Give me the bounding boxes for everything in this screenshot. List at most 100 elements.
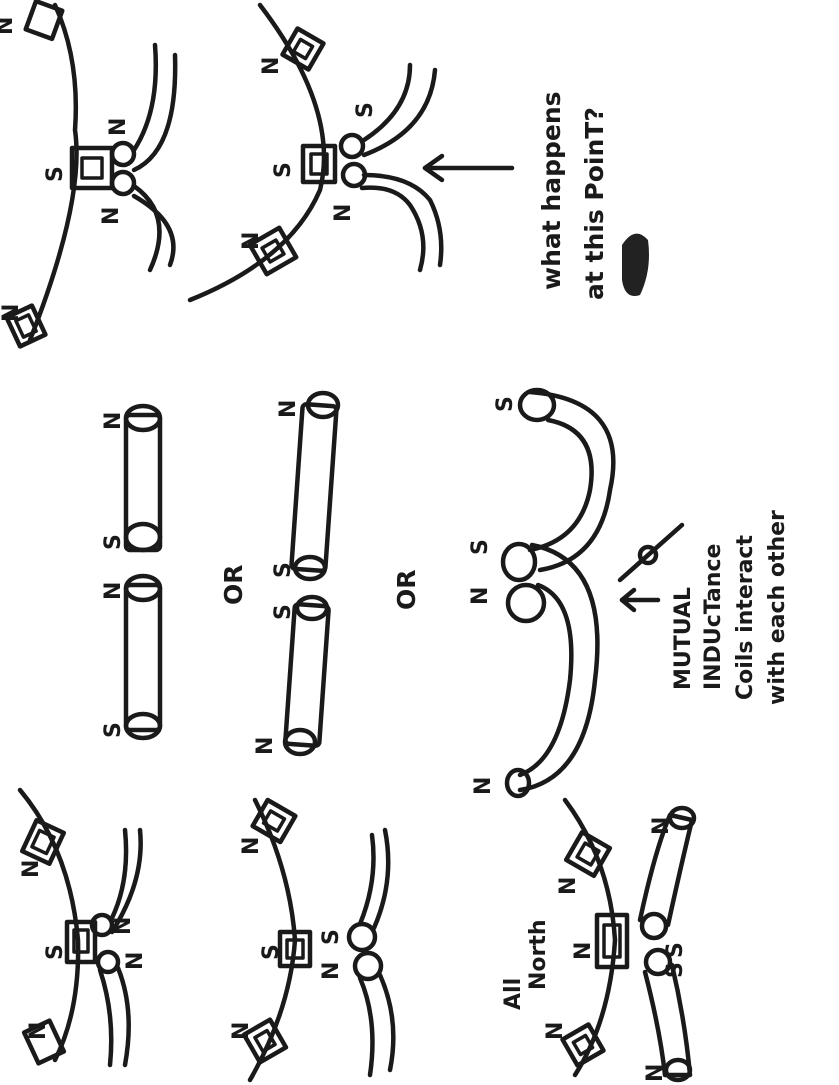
magnet-box-inner xyxy=(72,928,90,954)
curved-magnet-end xyxy=(500,541,538,583)
pole-label-n: N xyxy=(543,1022,568,1040)
bar-magnet-end xyxy=(305,390,341,420)
pole-label-n: N xyxy=(556,877,581,895)
coil-end xyxy=(89,912,115,938)
magnet-box xyxy=(560,1022,606,1068)
bar-magnet-end xyxy=(292,554,328,582)
curved-magnet-upper xyxy=(527,389,616,573)
coil-bar-end xyxy=(667,805,697,831)
bar-magnet xyxy=(289,402,339,573)
coil-end xyxy=(109,140,137,168)
magnet-box xyxy=(280,26,326,72)
coil-wire xyxy=(357,832,376,927)
coil-wire xyxy=(361,62,413,143)
or-separator: OR xyxy=(219,564,248,605)
magnet-box xyxy=(563,829,613,879)
curved-magnet-end xyxy=(517,387,557,423)
coil-bar xyxy=(637,812,695,928)
bar-magnet-end xyxy=(123,573,163,603)
coil-wire xyxy=(109,827,143,935)
pole-label-n: N xyxy=(471,777,496,795)
magnet-box xyxy=(241,1017,289,1065)
rotor-arc xyxy=(17,787,81,1063)
magnet-box-inner xyxy=(291,37,315,61)
pole-label-n: N xyxy=(253,737,278,755)
coil-wire xyxy=(361,172,444,268)
coil-end xyxy=(95,949,121,975)
all-north-line1: All xyxy=(501,978,526,1010)
coil-wire xyxy=(131,193,176,268)
mutual-text-line3: Coils interact xyxy=(733,535,758,700)
pole-label-s: S xyxy=(468,539,493,555)
coil-end xyxy=(346,921,378,953)
pole-label-n: N xyxy=(276,400,301,418)
pole-label-s: S xyxy=(271,162,296,178)
magnet-box-inner xyxy=(575,841,601,867)
mutual-inductance-annotation: MUTUAL INDUcTance Coils interact with ea… xyxy=(671,510,790,705)
magnet-box-inner xyxy=(602,923,622,959)
bar-magnet-end xyxy=(123,521,163,553)
magnet-box-inner xyxy=(14,313,38,339)
curved-magnet-end xyxy=(504,767,532,799)
pole-label-n: N xyxy=(259,57,284,75)
magnet-box xyxy=(23,0,65,42)
magnet-box-inner xyxy=(571,1033,595,1057)
magnet-box xyxy=(4,303,48,349)
pole-label-s: S xyxy=(271,562,296,578)
question-text-line1: what happens xyxy=(537,91,566,290)
pole-label-s: S xyxy=(353,102,378,118)
pole-label-s: S xyxy=(319,929,344,945)
coil-end xyxy=(109,169,137,197)
magnet-box xyxy=(69,145,115,191)
coil-wire xyxy=(97,967,114,1068)
pole-label-n: N xyxy=(19,860,44,878)
bar-magnet-end xyxy=(123,403,163,433)
pole-label-s: S xyxy=(101,534,126,550)
panel-top-1: N N S N N xyxy=(0,0,178,349)
magnet-box-inner xyxy=(309,152,329,176)
pole-label-n: N xyxy=(123,952,148,970)
coil-end xyxy=(639,911,669,941)
magnet-box xyxy=(21,1018,67,1066)
magnet-box-inner xyxy=(261,809,287,833)
bar-magnets-pair-2: N S S N xyxy=(253,390,341,757)
pointer-line xyxy=(617,522,685,583)
pole-label-n: N xyxy=(0,17,18,35)
coil-end xyxy=(643,947,673,977)
pole-label-n: N xyxy=(649,817,674,835)
pole-label-n: N xyxy=(101,412,126,430)
pole-label-s: S xyxy=(493,396,518,412)
pole-label-s: S xyxy=(663,962,688,978)
coil-wire xyxy=(371,827,391,931)
or-separator: OR xyxy=(392,569,421,610)
pole-label-n: N xyxy=(26,1022,51,1040)
pole-label-s: S xyxy=(43,944,68,960)
coil-wire xyxy=(115,965,131,1068)
magnet-box xyxy=(64,919,98,965)
bar-magnet xyxy=(123,582,163,733)
magnet-box xyxy=(19,818,67,866)
pole-label-n: N xyxy=(101,582,126,600)
mutual-text-line1: MUTUAL xyxy=(671,587,696,690)
coil-bar-end xyxy=(663,1057,693,1083)
bar-magnets-pair-1: N S N S xyxy=(101,403,163,741)
coil-end xyxy=(352,950,384,982)
pole-label-s: S xyxy=(43,166,68,182)
pole-label-n: N xyxy=(229,1022,254,1040)
magnet-box-inner xyxy=(285,938,305,960)
bar-magnet-end xyxy=(294,594,330,622)
curved-magnet-upper xyxy=(527,417,594,553)
mutual-text-line4: with each other xyxy=(765,510,790,705)
bar-magnet-end xyxy=(123,711,163,741)
magnet-box-inner xyxy=(253,1028,277,1054)
pole-label-s: S xyxy=(271,604,296,620)
coil-wire xyxy=(131,52,178,173)
curved-magnet-lower xyxy=(517,542,600,793)
coil-bar xyxy=(642,962,693,1078)
magnet-box xyxy=(247,225,299,277)
bar-magnet-end xyxy=(282,727,318,757)
curved-magnet-lower xyxy=(517,582,574,778)
pole-label-n: N xyxy=(106,118,131,136)
pole-label-n: N xyxy=(239,837,264,855)
